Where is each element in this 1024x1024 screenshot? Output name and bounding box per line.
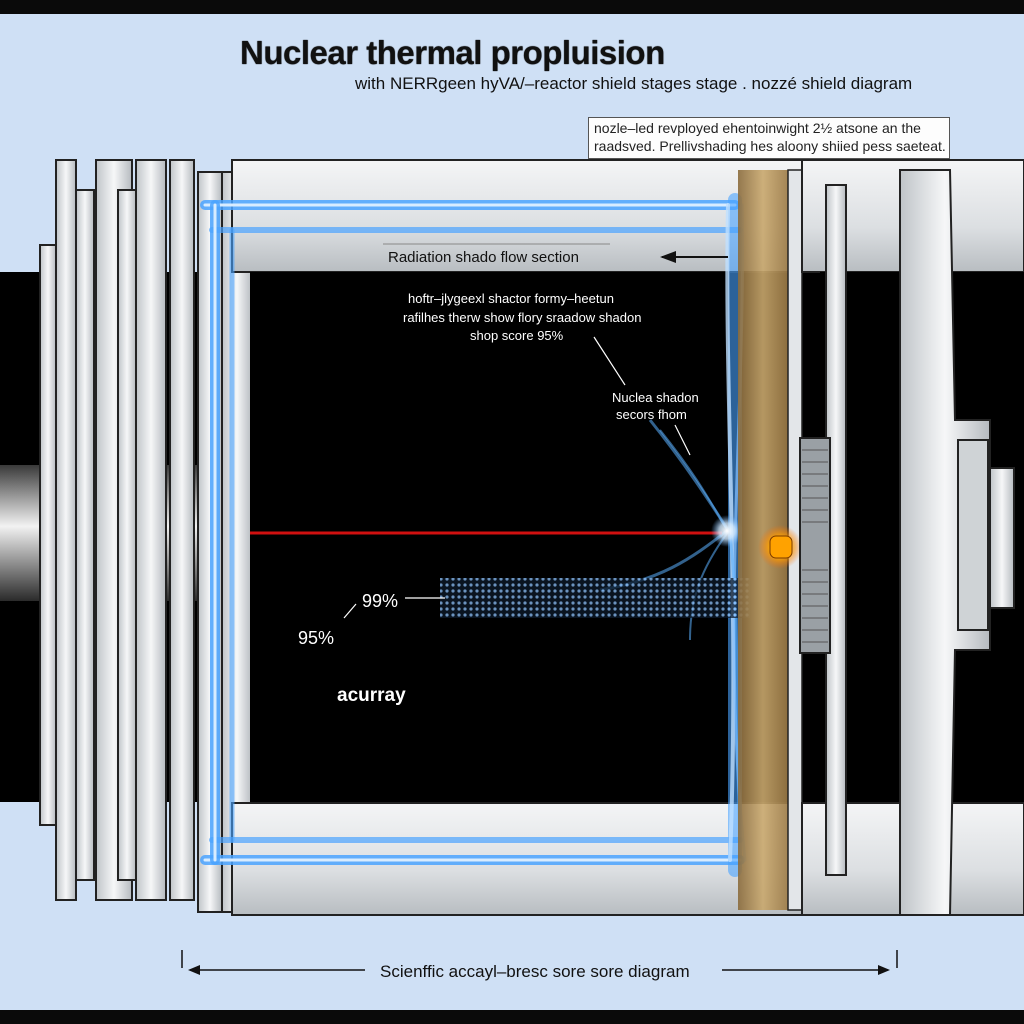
inner-chamber — [250, 272, 730, 802]
annotation-leaders — [343, 243, 728, 619]
percent-mid-label: 95% — [298, 628, 335, 648]
shield-body-top — [231, 159, 803, 273]
blue-shield-frame — [200, 193, 747, 877]
section-label: Radiation shado flow section — [388, 249, 579, 266]
percent-top-label: 99% — [362, 591, 399, 611]
annotation-3: shop score 95% — [470, 328, 564, 343]
annotation-2: rafilhes therw show flory sraadow shadon — [403, 310, 642, 325]
diagram-subtitle: with NERRgeen hyVA/–reactor shield stage… — [355, 74, 913, 93]
left-flange-stack — [39, 159, 253, 913]
diagram-title: Nuclear thermal propluision — [240, 34, 665, 71]
annotation-1: hoftr–jlygeexl shactor formy–heetun — [408, 291, 614, 306]
right-nozzle-assembly — [799, 159, 1024, 916]
footer-caption: Scienffic accayl–bresc sore sore diagram — [380, 962, 690, 981]
note-box — [588, 117, 950, 159]
note-line-1: nozle–led revployed ehentoinwight 2½ ats… — [594, 120, 921, 136]
shadow-dot-band — [440, 578, 750, 618]
note-line-2: raadsved. Prellivshading hes aloony shii… — [594, 138, 946, 154]
spark-point — [711, 515, 743, 547]
annotation-4: Nuclea shadon — [612, 390, 699, 405]
footer-dimension-line — [181, 950, 898, 975]
annotation-5: secors fhom — [616, 407, 687, 422]
accuracy-label: acurray — [337, 685, 406, 706]
